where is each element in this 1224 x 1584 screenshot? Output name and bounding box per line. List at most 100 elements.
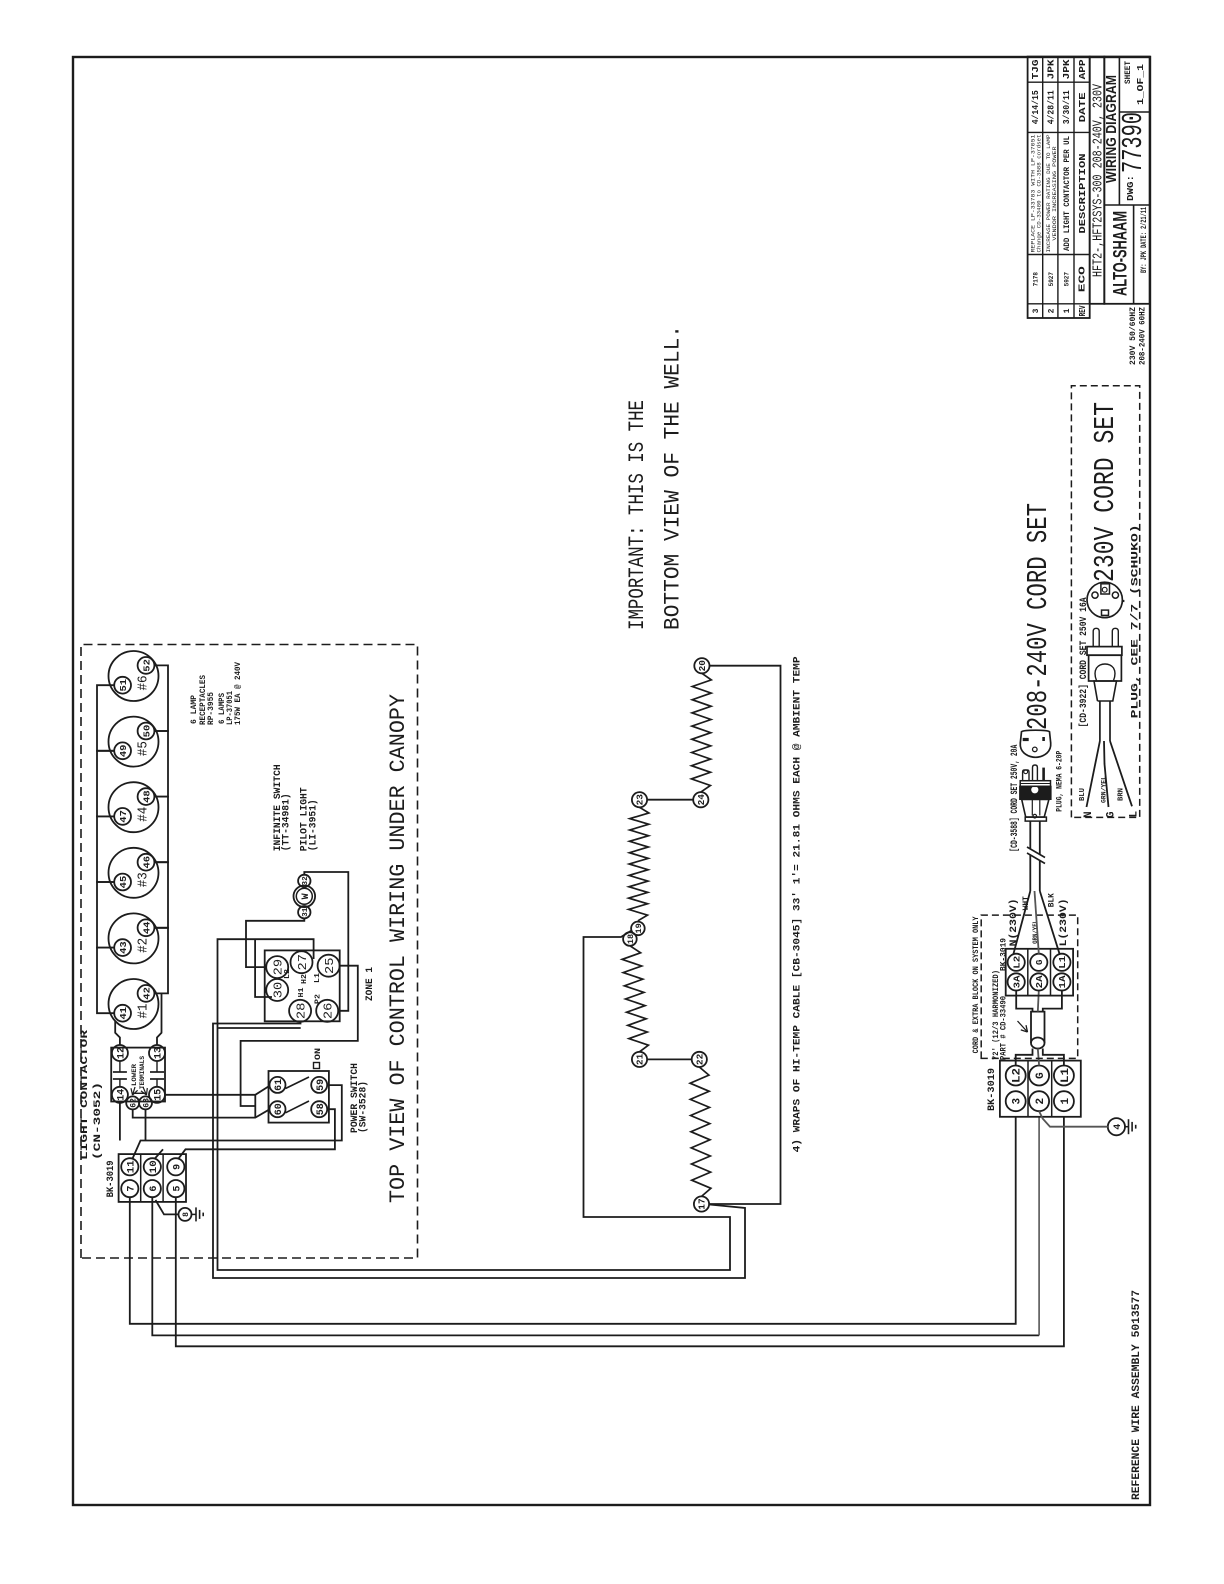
svg-text:31: 31: [302, 908, 310, 917]
svg-text:43: 43: [118, 941, 129, 954]
svg-text:21: 21: [636, 1053, 646, 1065]
svg-text:L(230V): L(230V): [1058, 898, 1070, 946]
svg-text:PLUG, CEE 7/7 (SCHUKO): PLUG, CEE 7/7 (SCHUKO): [1130, 524, 1142, 718]
svg-text:(LI-3951): (LI-3951): [308, 799, 320, 851]
svg-text:BRN: BRN: [1118, 788, 1126, 801]
svg-text:IMPORTANT: THIS IS THE: IMPORTANT: THIS IS THE: [625, 400, 650, 630]
svg-text:14: 14: [117, 1089, 128, 1101]
svg-text:DWG:: DWG:: [1126, 175, 1136, 201]
svg-text:49: 49: [118, 744, 129, 757]
svg-text:(TT-34981): (TT-34981): [281, 793, 293, 851]
svg-text:#6: #6: [137, 676, 152, 691]
svg-text:LOWER: LOWER: [131, 1064, 138, 1086]
svg-text:13: 13: [154, 1047, 165, 1059]
svg-text:L1: L1: [1058, 955, 1068, 969]
svg-text:REPLACE LP-33783 WITH LP-37051: REPLACE LP-33783 WITH LP-37051: [1031, 135, 1037, 253]
svg-text:77390: 77390: [1117, 112, 1150, 173]
svg-text:BK-3019: BK-3019: [987, 1068, 998, 1111]
svg-text:[CD-3588] CORD SET 250V, 20A: [CD-3588] CORD SET 250V, 20A: [1009, 745, 1021, 852]
svg-text:G: G: [1035, 960, 1045, 965]
svg-text:59: 59: [316, 1079, 327, 1091]
svg-text:230V CORD SET: 230V CORD SET: [1089, 402, 1122, 582]
svg-text:26: 26: [322, 1003, 336, 1020]
svg-text:PART # CD-33490: PART # CD-33490: [999, 996, 1009, 1060]
svg-text:BY: JPK DATE: 2/21/11: BY: JPK DATE: 2/21/11: [1140, 207, 1149, 273]
svg-text:(CN-3052): (CN-3052): [92, 1082, 104, 1160]
svg-text:#5: #5: [137, 741, 152, 756]
svg-text:VENDOR INCREASING POWER: VENDOR INCREASING POWER: [1052, 145, 1058, 240]
svg-text:11: 11: [126, 1160, 137, 1173]
svg-text:BOTTOM VIEW OF THE WELL.: BOTTOM VIEW OF THE WELL.: [661, 325, 686, 630]
svg-text:JPK: JPK: [1062, 59, 1072, 80]
svg-text:22: 22: [696, 1054, 706, 1065]
svg-text:SHEET: SHEET: [1124, 61, 1133, 84]
svg-text:POWER SWITCH: POWER SWITCH: [350, 1063, 361, 1133]
svg-text:[CD-3922] CORD SET 250V 16A: [CD-3922] CORD SET 250V 16A: [1078, 597, 1090, 727]
svg-text:52: 52: [141, 659, 152, 672]
svg-text:RP-3955: RP-3955: [207, 692, 216, 725]
svg-text:41: 41: [118, 1007, 129, 1020]
svg-text:2: 2: [1035, 1098, 1047, 1105]
svg-text:45: 45: [118, 875, 129, 888]
svg-text:42: 42: [141, 987, 152, 1000]
svg-text:TOP VIEW OF CONTROL WIRING UND: TOP VIEW OF CONTROL WIRING UNDER CANOPY: [385, 694, 411, 1203]
svg-text:23: 23: [636, 794, 646, 805]
svg-text:Change CD-33480 to CD-3588 cor: Change CD-33480 to CD-3588 cordset: [1037, 135, 1043, 253]
svg-text:BLU: BLU: [1079, 788, 1087, 801]
svg-text:17: 17: [698, 1198, 708, 1209]
svg-text:RECEPTACLES: RECEPTACLES: [199, 675, 208, 725]
svg-text:29: 29: [272, 959, 286, 976]
svg-text:10: 10: [149, 1160, 160, 1173]
svg-text:44: 44: [141, 921, 152, 934]
svg-text:H1: H1: [298, 987, 306, 998]
svg-text:REV: REV: [1078, 305, 1088, 316]
svg-text:#3: #3: [137, 872, 152, 887]
svg-text:ZONE 1: ZONE 1: [365, 967, 376, 1001]
svg-text:20: 20: [698, 660, 708, 671]
svg-text:1A: 1A: [1058, 975, 1068, 989]
svg-text:4) WRAPS OF HI-TEMP CABLE [CB-: 4) WRAPS OF HI-TEMP CABLE [CB-3045] 33' …: [792, 656, 804, 1152]
svg-text:4/14/15: 4/14/15: [1031, 90, 1041, 124]
svg-text:2A: 2A: [1035, 975, 1045, 989]
svg-text:51: 51: [118, 679, 129, 692]
svg-text:ALTO-SHAAM: ALTO-SHAAM: [1111, 211, 1132, 296]
svg-text:BK-3019: BK-3019: [106, 1160, 117, 1197]
svg-text:2: 2: [1047, 308, 1056, 313]
svg-text:REFERENCE WIRE ASSEMBLY 501357: REFERENCE WIRE ASSEMBLY 5013577: [1131, 1290, 1143, 1500]
svg-text:GRN/YEL: GRN/YEL: [1100, 776, 1107, 803]
svg-text:230V 50/60HZ: 230V 50/60HZ: [1129, 307, 1138, 365]
svg-text:28: 28: [294, 1003, 308, 1020]
svg-text:TERMINALS: TERMINALS: [139, 1056, 146, 1089]
svg-text:GRN/YEL: GRN/YEL: [1032, 920, 1039, 944]
svg-text:9: 9: [172, 1164, 183, 1170]
svg-text:1: 1: [1063, 308, 1072, 313]
svg-text:4/28/11: 4/28/11: [1046, 90, 1056, 125]
svg-text:47: 47: [118, 810, 129, 823]
svg-text:N(230V): N(230V): [1008, 898, 1020, 946]
svg-text:3: 3: [1032, 308, 1041, 313]
svg-text:5: 5: [172, 1186, 183, 1192]
svg-text:JPK: JPK: [1046, 59, 1056, 80]
svg-text:8: 8: [182, 1212, 191, 1217]
svg-text:208-240V 60HZ: 208-240V 60HZ: [1139, 307, 1148, 365]
svg-text:APP: APP: [1078, 59, 1088, 80]
svg-text:30: 30: [272, 982, 286, 999]
svg-text:15: 15: [154, 1089, 165, 1101]
svg-text:P2: P2: [315, 993, 323, 1004]
svg-text:(SW-3528): (SW-3528): [358, 1081, 370, 1133]
svg-text:INFINITE SWITCH: INFINITE SWITCH: [273, 764, 284, 851]
svg-text:N: N: [1083, 811, 1095, 818]
svg-text:TJG: TJG: [1031, 59, 1041, 79]
svg-text:G: G: [1035, 1072, 1047, 1079]
svg-text:L2: L2: [1012, 956, 1022, 969]
svg-text:#2: #2: [137, 938, 152, 953]
svg-text:48: 48: [141, 790, 152, 803]
svg-text:1: 1: [1060, 1098, 1072, 1105]
svg-text:7: 7: [126, 1186, 137, 1192]
svg-text:L: L: [1129, 811, 1141, 818]
svg-text:175W EA @ 240V: 175W EA @ 240V: [234, 662, 243, 725]
svg-text:61: 61: [274, 1079, 285, 1091]
svg-text:PILOT LIGHT: PILOT LIGHT: [300, 787, 311, 851]
svg-text:L2: L2: [284, 968, 292, 979]
svg-text:62: 62: [130, 1098, 139, 1108]
